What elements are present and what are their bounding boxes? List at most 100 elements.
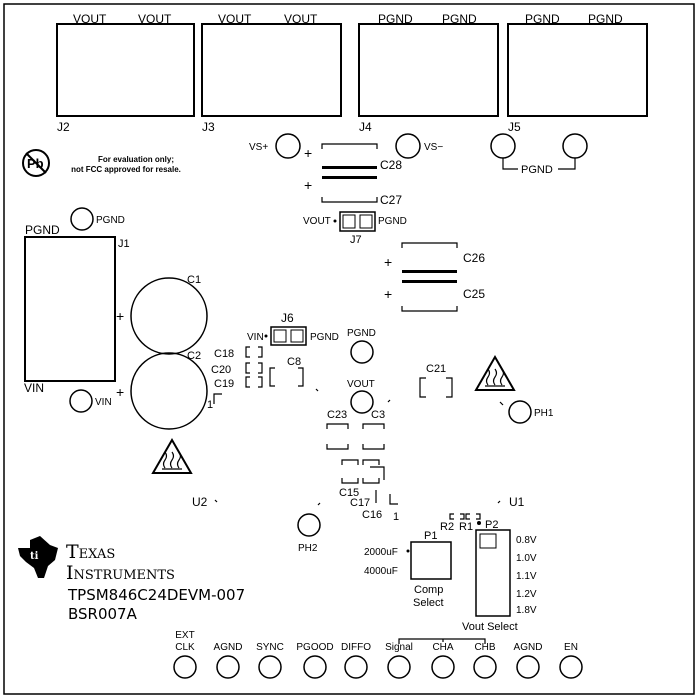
svg-text:C8: C8 <box>287 356 301 368</box>
svg-text:C16: C16 <box>362 509 382 521</box>
connector-pin-label: VOUT <box>138 12 172 26</box>
capacitor-c2: C2 + <box>116 350 208 430</box>
bottom-testpoints: EXT CLK AGND SYNC PGOOD DIFFO Signal CHA <box>173 630 583 679</box>
svg-text:PGND: PGND <box>25 223 60 237</box>
testpoint-en: EN <box>559 642 583 679</box>
capacitor-c26: + C26 <box>384 242 485 273</box>
svg-text:VOUT: VOUT <box>347 379 375 390</box>
connector-ref: J4 <box>359 120 372 134</box>
svg-text:Comp: Comp <box>414 584 443 596</box>
u2-corner-mark <box>213 393 222 404</box>
svg-text:EN: EN <box>564 642 578 653</box>
connector-j2: VOUT VOUT J2 <box>56 12 195 134</box>
testpoint-pgnd-j1: PGND <box>70 207 125 231</box>
capacitor-c16: C16 <box>362 466 385 521</box>
svg-text:4000uF: 4000uF <box>364 566 398 577</box>
svg-text:C23: C23 <box>327 409 347 421</box>
svg-text:+: + <box>116 384 124 400</box>
capacitor-c21: C21 <box>419 363 453 398</box>
u1-corner-mark <box>389 494 398 505</box>
testpoint-vs-plus: VS+ + <box>249 133 312 161</box>
svg-text:PH1: PH1 <box>534 408 554 419</box>
testpoint-ph2: PH2 <box>297 513 321 554</box>
capacitor-c20: C20 <box>211 362 263 376</box>
testpoint-vs-minus: VS− <box>395 133 443 159</box>
svg-text:PGOOD: PGOOD <box>296 642 333 653</box>
vout-select-p2: P2 0.8V 1.0V 1.1V 1.2V 1.8V Vout Select <box>462 519 537 633</box>
svg-text:J6: J6 <box>281 311 294 325</box>
svg-text:VIN: VIN <box>247 332 264 343</box>
testpoint-ph1: PH1 <box>499 400 554 424</box>
testpoint-vin: VIN <box>69 389 112 413</box>
svg-text:C3: C3 <box>371 409 385 421</box>
svg-text:PGND: PGND <box>521 164 553 176</box>
svg-text:CHB: CHB <box>474 642 495 653</box>
svg-text:Select: Select <box>413 597 444 609</box>
svg-text:1.1V: 1.1V <box>516 571 537 582</box>
board-outline <box>3 3 695 695</box>
testpoint-ext-clk: EXT CLK <box>173 630 197 679</box>
connector-pin-label: PGND <box>442 12 477 26</box>
svg-text:C18: C18 <box>214 348 234 360</box>
svg-text:C2: C2 <box>187 350 201 362</box>
svg-text:PGND: PGND <box>347 328 376 339</box>
svg-text:AGND: AGND <box>214 642 243 653</box>
testpoint-diffo: DIFFO <box>341 642 371 679</box>
svg-text:J1: J1 <box>118 238 130 250</box>
notice-line-1: For evaluation only; <box>98 155 174 164</box>
connector-pin-label: PGND <box>378 12 413 26</box>
notice-line-2: not FCC approved for resale. <box>71 165 181 174</box>
svg-text:C17: C17 <box>350 497 370 509</box>
svg-text:C26: C26 <box>463 251 485 265</box>
hot-surface-warning-icon <box>474 354 516 391</box>
svg-text:J7: J7 <box>350 234 362 246</box>
jumper-j7: VOUT PGND J7 <box>303 211 407 246</box>
connector-pin-label: PGND <box>525 12 560 26</box>
svg-text:PH2: PH2 <box>298 543 318 554</box>
company-name-line-1: Texas <box>66 541 115 563</box>
svg-text:C21: C21 <box>426 363 446 375</box>
testpoint-pgnd-pair: PGND <box>490 133 588 176</box>
connector-j5: PGND PGND J5 <box>507 12 648 134</box>
testpoint-vout-center: VOUT <box>347 379 375 414</box>
testpoint-agnd-2: AGND <box>514 642 542 679</box>
svg-text:CHA: CHA <box>432 642 453 653</box>
testpoint-pgood: PGOOD <box>296 642 334 679</box>
connector-pin-label: VOUT <box>218 12 252 26</box>
svg-text:DIFFO: DIFFO <box>341 642 371 653</box>
svg-text:P2: P2 <box>485 519 498 531</box>
svg-text:ti: ti <box>30 551 39 562</box>
hot-surface-warning-icon <box>151 437 193 474</box>
connector-pin-label: VOUT <box>73 12 107 26</box>
testpoint-pgnd-center: PGND <box>347 328 376 364</box>
svg-text:PGND: PGND <box>378 216 407 227</box>
signal-group-bracket <box>398 638 486 644</box>
ic-u2-ref: U2 <box>192 495 208 509</box>
testpoint-signal: Signal <box>385 642 413 679</box>
capacitor-c27: + C27 <box>304 176 402 207</box>
jumper-j6: J6 VIN PGND <box>247 311 339 346</box>
svg-text:Vout Select: Vout Select <box>462 621 518 633</box>
connector-ref: J5 <box>508 120 521 134</box>
capacitor-c3: C3 <box>362 409 385 450</box>
svg-text:C28: C28 <box>380 158 402 172</box>
svg-text:Signal: Signal <box>385 642 413 653</box>
svg-text:R1: R1 <box>459 521 473 533</box>
board-id: BSR007A <box>68 605 138 623</box>
svg-text:CLK: CLK <box>175 642 195 653</box>
svg-text:0.8V: 0.8V <box>516 535 537 546</box>
connector-ref: J3 <box>202 120 215 134</box>
capacitor-c15: C15 <box>339 459 359 499</box>
svg-text:PGND: PGND <box>96 215 125 226</box>
svg-text:VIN: VIN <box>24 381 44 395</box>
connector-j4: PGND PGND J4 <box>358 12 499 134</box>
svg-text:C20: C20 <box>211 364 231 376</box>
svg-text:VIN: VIN <box>95 397 112 408</box>
svg-text:C15: C15 <box>339 487 359 499</box>
capacitor-c1: C1 + <box>116 274 208 355</box>
capacitor-c23: C23 <box>326 409 349 450</box>
capacitor-c18: C18 <box>214 346 263 360</box>
resistor-r2-r1: R2 R1 <box>440 513 481 533</box>
